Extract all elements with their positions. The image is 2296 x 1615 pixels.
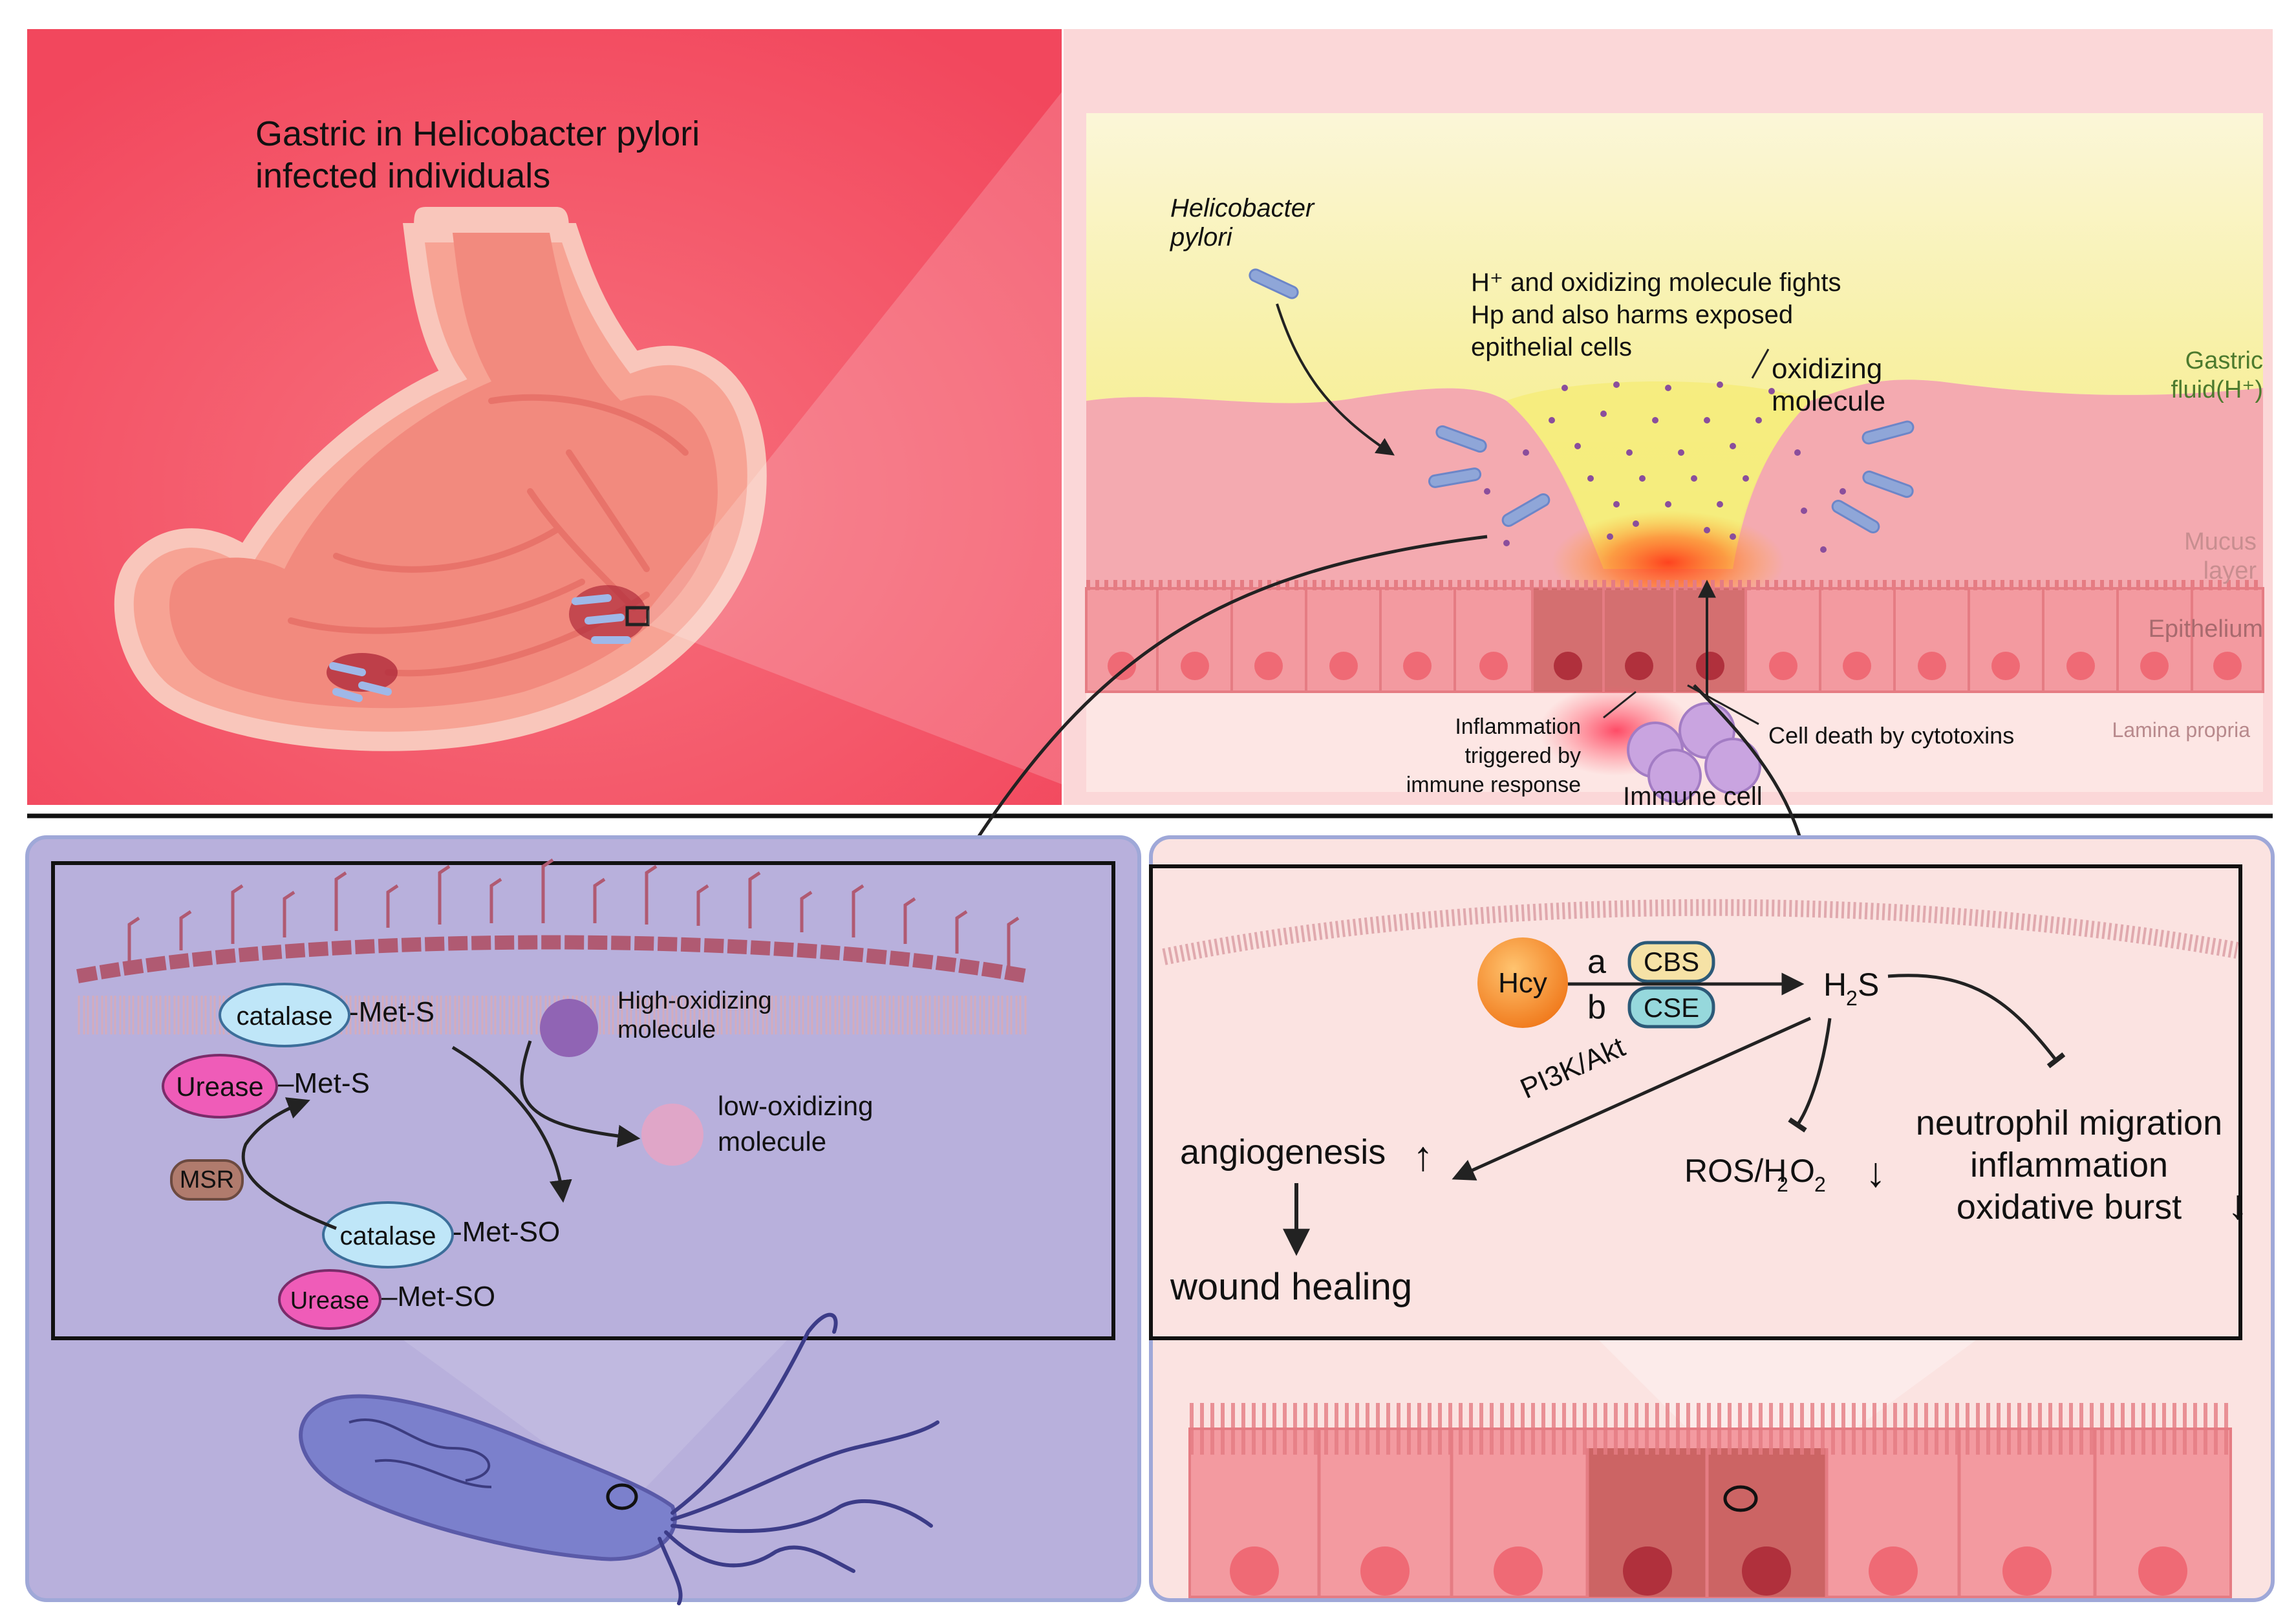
met-s-label-1: -Met-S (349, 996, 435, 1028)
met-so-label-1: -Met-SO (453, 1216, 560, 1248)
inflammation-label-line3: immune response (1406, 773, 1581, 797)
bacterium-label-line2: pylori (1170, 223, 1233, 251)
h2s-sub: 2 (1846, 987, 1858, 1010)
urease-label-1: Urease (176, 1071, 263, 1102)
hcy-node (1477, 937, 1568, 1028)
inhibit-ros (1788, 1018, 1832, 1133)
oxidizing-label-line2: molecule (1772, 385, 1885, 417)
low-oxidizing-line1: low-oxidizing (718, 1091, 873, 1121)
cbs-label: CBS (1644, 947, 1699, 977)
path-a-label: a (1587, 943, 1606, 981)
urease-label-2: Urease (290, 1287, 370, 1314)
catalase-label-2: catalase (340, 1222, 436, 1250)
caption-line1: H⁺ and oxidizing molecule fights (1471, 268, 1841, 297)
mucus-layer (1086, 380, 2263, 588)
gastric-fluid (1086, 113, 2263, 556)
ros-main: ROS/H (1684, 1153, 1786, 1189)
cse-enzyme (1627, 986, 1715, 1029)
stomach-title-line2: infected individuals (255, 156, 550, 195)
gastric-fluid-label-line1: Gastric (2185, 347, 2263, 374)
catalase-met-so: catalase -Met-SO (322, 1201, 560, 1268)
mucosa-panel: Helicobacter pylori H⁺ and oxidizing mol… (1064, 29, 2273, 811)
inhibit-neutrophil (1887, 974, 2066, 1069)
low-oxidizing-molecule (641, 1104, 703, 1166)
arrow-to-bacterium (960, 535, 1488, 866)
msr-label: MSR (180, 1166, 234, 1193)
urease-met-so: Urease –Met-SO (278, 1269, 495, 1330)
catalase-label-1: catalase (237, 1002, 333, 1031)
met-so-label-2: –Met-SO (381, 1281, 495, 1312)
cbs-enzyme (1627, 941, 1715, 983)
low-oxidizing-line2: molecule (718, 1126, 826, 1157)
lower-epithelium (1188, 1403, 2232, 1598)
cell-death-label: Cell death by cytotoxins (1768, 722, 2014, 749)
h2s-panel: Hcy a b CBS CSE H 2 S PI3K/Akt angiogene… (1149, 835, 2275, 1602)
h2s-h: H (1823, 967, 1847, 1003)
caption-line2: Hp and also harms exposed (1471, 301, 1793, 329)
hcy-label: Hcy (1498, 967, 1547, 999)
epithelium-label: Epithelium (2149, 615, 2263, 643)
lamina-propria-label: Lamina propria (2112, 718, 2251, 742)
bacterium-panel: catalase -Met-S Urease –Met-S MSR catala… (25, 835, 1141, 1605)
immune-cell-label: Immune cell (1623, 782, 1763, 811)
stomach-illustration (114, 207, 767, 751)
gastric-fluid-label-line2: fluid(H⁺) (2171, 376, 2263, 403)
cell-membrane (1162, 899, 2239, 965)
angiogenesis-up-arrow: ↑ (1413, 1133, 1433, 1179)
bacteria-cluster (1249, 268, 1915, 533)
inflammation-label-line1: Inflammation (1455, 714, 1581, 739)
h-pylori-bacterium (299, 1312, 939, 1605)
stomach-panel: Gastric in Helicobacter pylori infected … (27, 29, 1073, 805)
ros-down-arrow: ↓ (1865, 1149, 1886, 1195)
epithelium-cells (1085, 580, 2264, 693)
oxidative-burst-label: oxidative burst (1957, 1188, 2182, 1226)
caption-line3: epithelial cells (1471, 333, 1632, 361)
inflammation-label-line2: triggered by (1465, 743, 1581, 768)
oxidizing-dots (1484, 381, 1846, 553)
ros-sub2: 2 (1814, 1173, 1826, 1196)
wound-healing-label: wound healing (1170, 1266, 1412, 1308)
zoom-box (625, 606, 650, 626)
high-oxidizing-line2: molecule (617, 1016, 716, 1043)
msr-enzyme: MSR (170, 1159, 244, 1201)
inflammation-label: inflammation (1970, 1146, 2168, 1184)
angiogenesis-label: angiogenesis (1180, 1133, 1386, 1171)
immune-cells (1627, 702, 1761, 803)
met-s-label-2: –Met-S (278, 1067, 370, 1099)
neutrophil-down-arrow: ↓ (2227, 1181, 2248, 1228)
bacterium-label-line1: Helicobacter (1170, 194, 1315, 222)
cse-label: CSE (1644, 992, 1699, 1023)
high-oxidizing-line1: High-oxidizing (617, 987, 772, 1014)
ros-sub1: 2 (1777, 1173, 1788, 1196)
high-oxidizing-molecule (540, 999, 598, 1057)
ros-o: O (1790, 1153, 1815, 1189)
neutrophil-migration-label: neutrophil migration (1916, 1104, 2222, 1142)
mucus-label-line1: Mucus (2184, 528, 2257, 555)
urease-met-s: Urease –Met-S (162, 1054, 370, 1118)
h2s-node: H 2 S (1823, 967, 1879, 1010)
oxidizing-label-line1: oxidizing (1772, 353, 1882, 385)
stomach-title-line1: Gastric in Helicobacter pylori (255, 114, 700, 153)
ros-label: ROS/H 2 O 2 (1684, 1153, 1826, 1196)
mucus-label-line2: layer (2204, 557, 2257, 584)
path-b-label: b (1587, 989, 1606, 1026)
zoom-beam (648, 78, 1073, 789)
arrow-h2s-angiogenesis (1452, 1016, 1812, 1181)
h2s-s: S (1858, 967, 1879, 1003)
catalase-met-s: catalase -Met-S (219, 983, 435, 1047)
